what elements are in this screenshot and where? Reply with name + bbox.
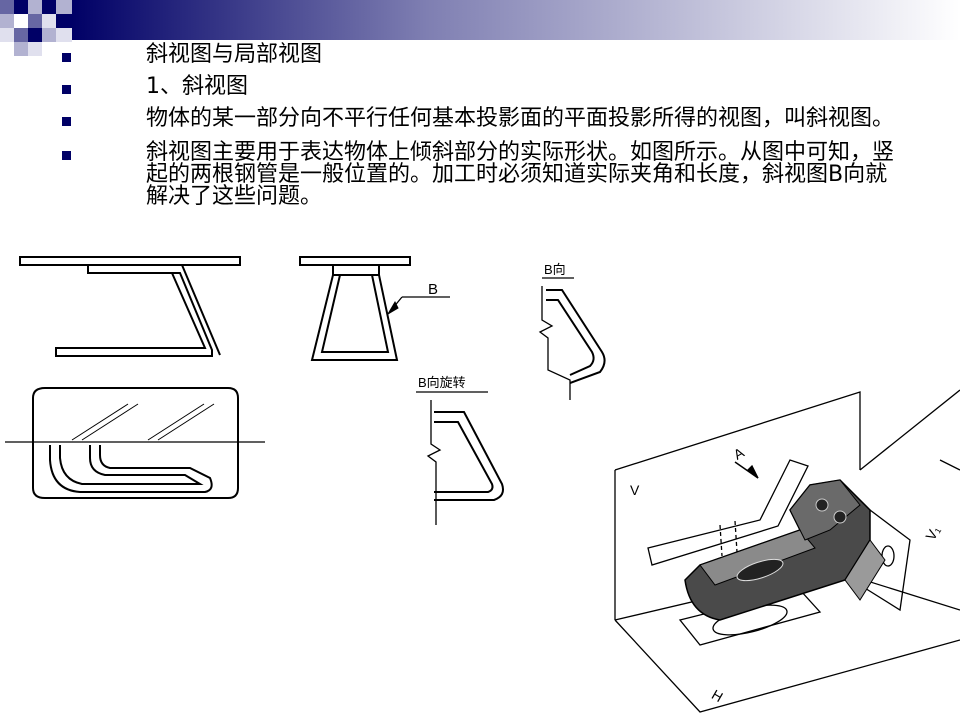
bullet-list: 斜视图与局部视图 1、斜视图 物体的某一部分向不平行任何基本投影面的平面投影所得… <box>60 44 920 214</box>
label-v: V <box>630 482 640 498</box>
bullet-text: 斜视图主要用于表达物体上倾斜部分的实际形状。如图所示。从图中可知，竖起的两根钢管… <box>146 140 895 209</box>
header-decoration <box>0 0 960 56</box>
bullet-item: 1、斜视图 <box>60 76 920 98</box>
square-bullet-icon <box>62 117 71 126</box>
b-view-drawing <box>538 277 606 400</box>
bullet-text: 斜视图与局部视图 <box>146 42 323 67</box>
bracket-solid <box>684 479 886 621</box>
bullet-item: 斜视图主要用于表达物体上倾斜部分的实际形状。如图所示。从图中可知，竖起的两根钢管… <box>60 142 920 208</box>
front-view-drawing <box>19 256 241 357</box>
label-h: H <box>709 686 726 705</box>
label-v1: V₁ <box>922 523 943 543</box>
label-a: A <box>731 444 748 463</box>
square-bullet-icon <box>62 85 71 94</box>
label-b-rotated: B向旋转 <box>418 375 466 390</box>
top-view-drawing <box>5 387 265 499</box>
bullet-text: 物体的某一部分向不平行任何基本投影面的平面投影所得的视图，叫斜视图。 <box>146 106 895 131</box>
square-bullet-icon <box>62 53 71 62</box>
square-bullet-icon <box>62 151 71 160</box>
side-view-drawing <box>299 256 450 361</box>
bullet-item: 物体的某一部分向不平行任何基本投影面的平面投影所得的视图，叫斜视图。 <box>60 108 920 130</box>
label-b: B <box>428 281 438 298</box>
b-rotated-view-drawing <box>416 391 504 525</box>
bullet-text: 1、斜视图 <box>146 74 248 99</box>
label-b-view: B向 <box>544 262 566 277</box>
bullet-item: 斜视图与局部视图 <box>60 44 920 66</box>
